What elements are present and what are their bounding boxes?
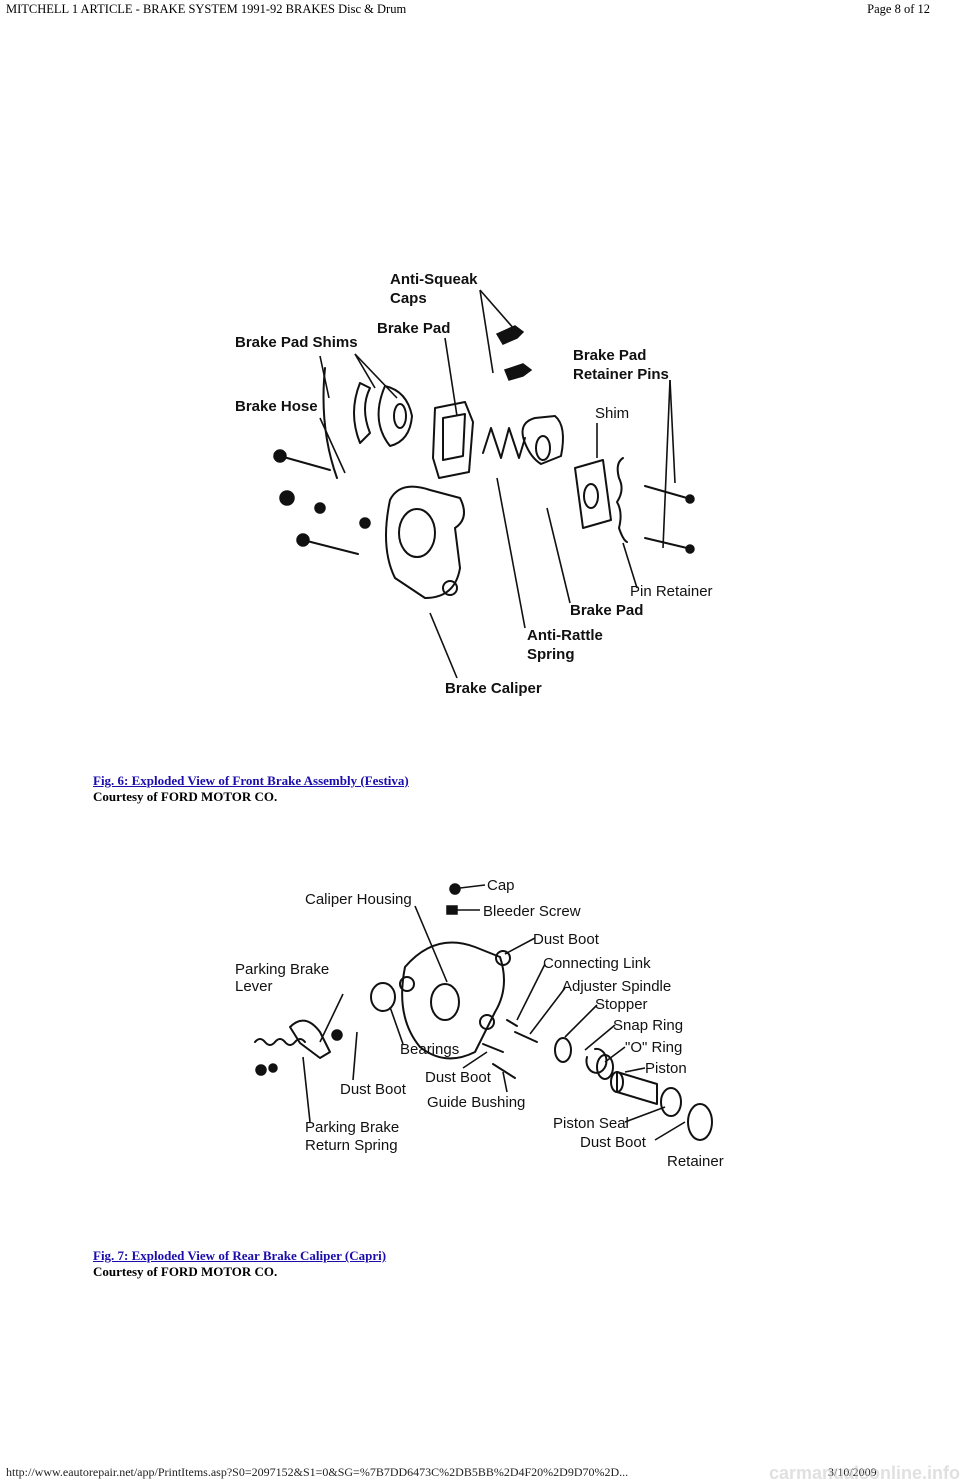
label-brake-pad-retainer: Brake Pad [573,347,646,364]
label-brake-pad-shims: Brake Pad Shims [235,334,358,351]
label-stopper: Stopper [595,996,648,1013]
label-spring: Spring [527,646,575,663]
o-ring-icon [596,1054,614,1080]
watermark-logo: carmanualsonline.info [768,1463,960,1483]
brake-pad-outer-icon [521,415,564,465]
pin-retainer-icon [616,457,628,543]
label-brake-pad-top: Brake Pad [377,320,450,337]
label-parking-brake-2: Parking Brake [305,1119,399,1136]
label-dust-boot-mid: Dust Boot [425,1069,492,1086]
parking-brake-lever-icon [289,1019,343,1059]
label-dust-boot-right: Dust Boot [580,1134,647,1151]
brake-caliper-icon [385,485,465,599]
figure-6-caption: Fig. 6: Exploded View of Front Brake Ass… [93,773,409,805]
dust-boot-icon [495,950,511,966]
snap-ring-icon [585,1047,608,1074]
label-retainer: Retainer [667,1153,724,1170]
front-brake-assembly-figure: Anti-Squeak Caps Brake Pad Brake Pad Shi… [235,271,713,697]
anti-rattle-spring-icon [482,427,526,459]
rear-brake-caliper-figure: Cap Caliper Housing Bleeder Screw Dust B… [235,877,724,1170]
label-guide-bushing: Guide Bushing [427,1094,525,1111]
label-parking-brake: Parking Brake [235,961,329,978]
figure-7-caption: Fig. 7: Exploded View of Rear Brake Cali… [93,1248,386,1280]
label-bearings: Bearings [400,1041,459,1058]
label-pin-retainer: Pin Retainer [630,583,713,600]
label-anti-squeak: Anti-Squeak [390,271,478,288]
return-spring-icon [254,1038,306,1076]
figure-7-link[interactable]: Fig. 7: Exploded View of Rear Brake Cali… [93,1248,387,1263]
brake-pad-shims-icon [322,367,413,479]
label-anti-rattle: Anti-Rattle [527,627,603,644]
page-number: Page 8 of 12 [867,2,930,16]
piston-icon [610,1071,658,1105]
leader-lines [302,884,686,1141]
retainer-icon [687,1103,713,1141]
adjuster-spindle-icon [514,1031,538,1043]
figure-6-link[interactable]: Fig. 6: Exploded View of Front Brake Ass… [93,773,409,788]
label-caps: Caps [390,290,427,307]
caliper-housing-icon [399,941,505,1060]
figure-6-courtesy: Courtesy of FORD MOTOR CO. [93,789,278,804]
label-brake-hose: Brake Hose [235,398,318,415]
retainer-pins-icon [644,485,695,554]
label-piston: Piston [645,1060,687,1077]
brake-pad-icon [432,401,474,479]
label-shim: Shim [595,405,629,422]
bleeder-screw-icon [446,905,458,915]
figure-7-courtesy: Courtesy of FORD MOTOR CO. [93,1264,278,1279]
label-piston-seal: Piston Seal [553,1115,629,1132]
guide-bushing-icon [482,1043,516,1079]
label-retainer-pins: Retainer Pins [573,366,669,383]
stopper-icon [554,1037,572,1063]
shim-icon [574,459,612,529]
label-adjuster-spindle: Adjuster Spindle [562,978,671,995]
label-brake-pad-bottom: Brake Pad [570,602,643,619]
connecting-link-icon [506,1019,518,1027]
label-dust-boot-left: Dust Boot [340,1081,407,1098]
label-bleeder-screw: Bleeder Screw [483,903,581,920]
document-title: MITCHELL 1 ARTICLE - BRAKE SYSTEM 1991-9… [6,2,407,16]
footer-url: http://www.eautorepair.net/app/PrintItem… [6,1465,629,1479]
footer-date: 3/10/2009 [828,1465,877,1479]
bolts-icon [273,449,371,555]
label-dust-boot-top: Dust Boot [533,931,600,948]
label-lever: Lever [235,978,273,995]
cap-icon [449,883,461,895]
label-o-ring: "O" Ring [625,1039,682,1056]
label-cap: Cap [487,877,515,894]
bearings-icon [370,982,396,1012]
label-brake-caliper: Brake Caliper [445,680,542,697]
label-snap-ring: Snap Ring [613,1017,683,1034]
anti-squeak-caps-icon [495,325,533,381]
piston-seal-icon [660,1087,682,1117]
label-connecting-link: Connecting Link [543,955,651,972]
label-return-spring: Return Spring [305,1137,398,1154]
label-caliper-housing: Caliper Housing [305,891,412,908]
